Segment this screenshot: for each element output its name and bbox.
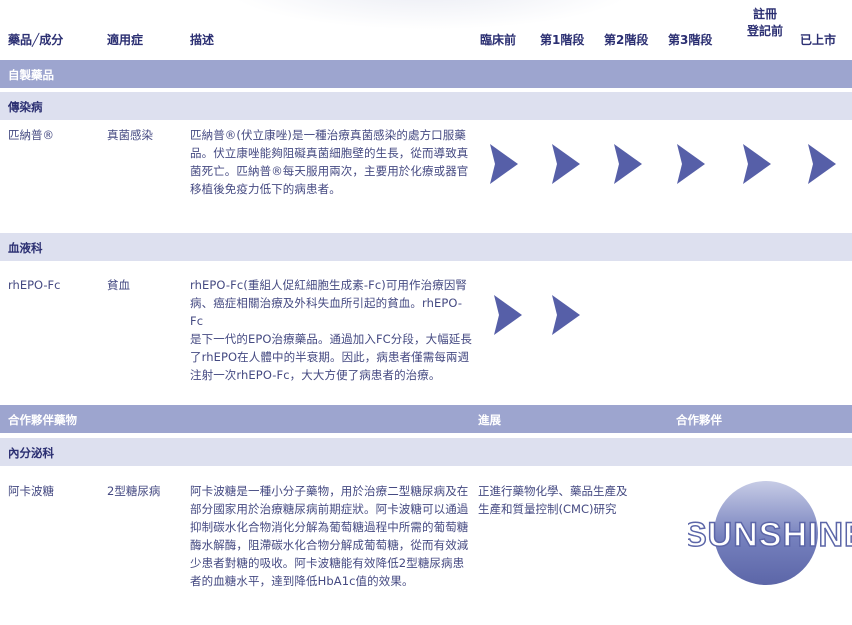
description-line: rhEPO-Fc(重組人促紅細胞生成素-Fc)可用作治療因腎 xyxy=(190,278,468,292)
col-header-indication: 適用症 xyxy=(107,33,144,47)
drug-description: 匹納普®(伏立康唑)是一種治療真菌感染的處方口服藥 品。伏立康唑能夠阻礙真菌細胞… xyxy=(190,126,475,198)
chevron-right-icon xyxy=(808,144,836,184)
chevron-right-icon xyxy=(552,144,580,184)
section-title-partner: 合作夥伴藥物 xyxy=(8,413,77,427)
description-line: 少患者對糖的吸收。阿卡波糖能有效降低2型糖尿病患 xyxy=(190,556,465,570)
category-title-endocrine: 內分泌科 xyxy=(8,446,54,460)
col-header-drug: 藥品╱成分 xyxy=(8,33,64,47)
progress-line: 生產和質量控制(CMC)研究 xyxy=(478,502,617,516)
progress-line: 正進行藥物化學、藥品生產及 xyxy=(478,484,628,498)
description-line: 抑制碳水化合物消化分解為葡萄糖過程中所需的葡萄糖 xyxy=(190,520,469,534)
description-line: 菌死亡。匹納普®每天服用兩次，主要用於化療或器官 xyxy=(190,164,469,178)
col-header-phase1: 第1階段 xyxy=(540,33,585,47)
col-header-registration-line2: 登記前 xyxy=(746,24,783,38)
drug-description: rhEPO-Fc(重組人促紅細胞生成素-Fc)可用作治療因腎 病、癌症相關治療及… xyxy=(190,276,475,384)
description-line: 了rhEPO在人體中的半衰期。因此，病患者僅需每兩週 xyxy=(190,350,470,364)
chevron-right-icon xyxy=(490,144,518,184)
header-decoration xyxy=(220,0,640,30)
section-title-in-house: 自製藥品 xyxy=(8,68,54,82)
category-bar-hematology: 血液科 xyxy=(0,233,852,261)
drug-indication: 真菌感染 xyxy=(107,128,153,142)
drug-name: 阿卡波糖 xyxy=(8,484,54,498)
description-line: 是下一代的EPO治療藥品。通過加入FC分段，大幅延長 xyxy=(190,332,472,346)
col-header-progress: 進展 xyxy=(478,413,501,427)
drug-indication: 貧血 xyxy=(107,278,130,292)
col-header-marketed: 已上市 xyxy=(800,33,837,47)
chevron-right-icon xyxy=(552,295,580,335)
description-line: 匹納普®(伏立康唑)是一種治療真菌感染的處方口服藥 xyxy=(190,128,466,142)
description-line: 阿卡波糖是一種小分子藥物，用於治療二型糖尿病及在 xyxy=(190,484,469,498)
description-line: 注射一次rhEPO-Fc，大大方便了病患者的治療。 xyxy=(190,368,441,382)
drug-progress: 正進行藥物化學、藥品生產及 生產和質量控制(CMC)研究 xyxy=(478,482,653,518)
chevron-right-icon xyxy=(677,144,705,184)
col-header-preclinical: 臨床前 xyxy=(480,33,517,47)
category-title-infection: 傳染病 xyxy=(8,100,43,114)
drug-name: rhEPO-Fc xyxy=(8,278,61,292)
sunshine-logo: SUNSHINE xyxy=(688,481,852,585)
col-header-description: 描述 xyxy=(190,33,215,47)
category-title-hematology: 血液科 xyxy=(8,241,43,255)
chevron-right-icon xyxy=(494,295,522,335)
description-line: 酶水解酶，阻滯碳水化合物分解成葡萄糖，從而有效減 xyxy=(190,538,469,552)
category-bar-infection: 傳染病 xyxy=(0,92,852,120)
drug-name: 匹納普® xyxy=(8,128,54,142)
description-line: 移植後免疫力低下的病患者。 xyxy=(190,182,341,196)
partner-logo-text: SUNSHINE xyxy=(688,516,852,554)
description-line: 者的血糖水平，達到降低HbA1c值的效果。 xyxy=(190,574,414,588)
col-header-phase3: 第3階段 xyxy=(668,33,713,47)
chevron-right-icon xyxy=(614,144,642,184)
description-line: 部分國家用於治療糖尿病前期症狀。阿卡波糖可以通過 xyxy=(190,502,469,516)
col-header-registration: 註冊 登記前 xyxy=(735,6,795,40)
drug-indication: 2型糖尿病 xyxy=(107,484,161,498)
chevron-right-icon xyxy=(743,144,771,184)
col-header-registration-line1: 註冊 xyxy=(752,7,777,21)
section-bar-partner: 合作夥伴藥物 進展 合作夥伴 xyxy=(0,405,852,433)
description-line: 品。伏立康唑能夠阻礙真菌細胞壁的生長，從而導致真 xyxy=(190,146,469,160)
category-bar-endocrine: 內分泌科 xyxy=(0,438,852,466)
col-header-partner: 合作夥伴 xyxy=(676,413,722,427)
description-line: 病、癌症相關治療及外科失血所引起的貧血。rhEPO-Fc xyxy=(190,296,463,328)
col-header-phase2: 第2階段 xyxy=(604,33,649,47)
drug-description: 阿卡波糖是一種小分子藥物，用於治療二型糖尿病及在 部分國家用於治療糖尿病前期症狀… xyxy=(190,482,475,590)
section-bar-in-house: 自製藥品 xyxy=(0,60,852,88)
